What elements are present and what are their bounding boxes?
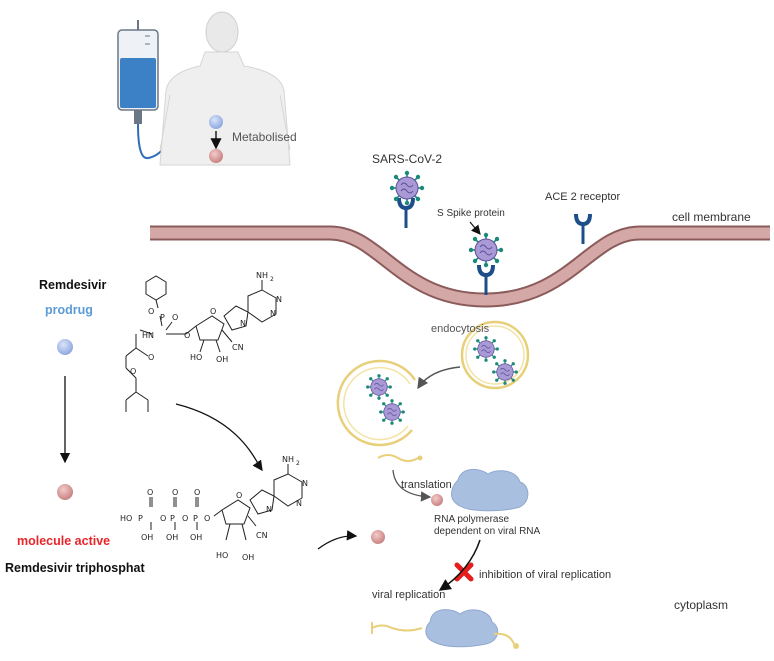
viral-replication-label: viral replication <box>372 589 446 601</box>
viral-rna-strand <box>377 454 419 462</box>
ace2-label: ACE 2 receptor <box>545 191 621 203</box>
translation-label: translation <box>401 479 452 491</box>
rna-polymerase-icon <box>451 469 529 512</box>
endocytosis-vesicle <box>460 320 530 390</box>
ace2-receptor-middle <box>477 263 495 297</box>
s-spike-label: S Spike protein <box>437 208 505 219</box>
inhibition-x-icon <box>454 562 474 582</box>
svg-text:NH: NH <box>282 455 294 464</box>
active-molecule-dot <box>57 484 73 500</box>
svg-text:OH: OH <box>216 355 228 364</box>
uncoating-vesicle <box>336 359 417 447</box>
replication-arrow <box>438 539 481 591</box>
svg-text:N: N <box>240 319 246 328</box>
prodrug-atom-labels: O P O HN O O O O HO OH CN N N N NH 2 <box>130 271 282 376</box>
svg-text:OH: OH <box>190 533 202 542</box>
prodrug-label: prodrug <box>45 303 93 317</box>
remdesivir-title: Remdesivir <box>39 278 107 292</box>
vesicle-virus-2-icon <box>491 358 519 386</box>
svg-text:O: O <box>210 307 216 316</box>
viral-rna-end <box>417 455 423 461</box>
inhibition-label: inhibition of viral replication <box>479 569 612 581</box>
spike-bound-virus-icon <box>467 232 505 269</box>
polymerase-drug-dot <box>431 494 443 506</box>
cytoplasm-label: cytoplasm <box>674 598 729 612</box>
svg-text:P: P <box>138 514 143 523</box>
endocytosis-arrow <box>417 366 461 390</box>
iv-bag-icon <box>117 20 169 160</box>
sars-cov2-virus-icon <box>388 170 426 206</box>
svg-text:O: O <box>172 313 178 322</box>
svg-text:HO: HO <box>216 551 228 560</box>
cell-membrane <box>150 225 770 308</box>
svg-text:HO: HO <box>120 514 132 523</box>
svg-text:O: O <box>148 353 154 362</box>
svg-text:OH: OH <box>141 533 153 542</box>
triphosphate-atom-labels: HO P O O P O O P O O OH OH OH O HO OH CN… <box>120 455 308 562</box>
svg-text:OH: OH <box>166 533 178 542</box>
remdesivir-prodrug-structure <box>125 275 277 412</box>
svg-text:OH: OH <box>242 553 254 562</box>
svg-text:O: O <box>148 307 154 316</box>
svg-text:N: N <box>270 309 276 318</box>
vesicle-virus-1-icon <box>472 335 500 363</box>
svg-text:2: 2 <box>270 276 274 283</box>
rna-polymerase-label-2: dependent on viral RNA <box>434 526 541 537</box>
prodrug-dot <box>57 339 73 355</box>
sars-cov2-label: SARS-CoV-2 <box>372 152 443 166</box>
svg-text:O: O <box>184 331 190 340</box>
cytoplasm-active-dot <box>371 530 385 544</box>
svg-text:HO: HO <box>190 353 202 362</box>
ace2-receptor-right <box>574 212 592 246</box>
translation-arrow <box>392 469 432 502</box>
svg-text:O: O <box>182 514 188 523</box>
conversion-arrow <box>175 403 263 472</box>
svg-text:O: O <box>160 514 166 523</box>
svg-text:N: N <box>276 295 282 304</box>
svg-text:O: O <box>172 488 178 497</box>
uptake-arrow <box>317 530 358 550</box>
svg-text:O: O <box>194 488 200 497</box>
released-virus-2-icon <box>378 398 406 426</box>
svg-text:CN: CN <box>256 531 268 540</box>
molecule-active-label: molecule active <box>17 534 111 548</box>
endocytosis-label: endocytosis <box>431 323 490 335</box>
svg-text:HN: HN <box>142 331 154 340</box>
cell-membrane-label: cell membrane <box>672 210 751 224</box>
svg-text:CN: CN <box>232 343 244 352</box>
svg-text:O: O <box>236 491 242 500</box>
released-virus-1-icon <box>365 373 393 401</box>
metabolised-label: Metabolised <box>232 130 297 144</box>
remdesivir-triphosphate-structure <box>149 464 303 541</box>
svg-text:P: P <box>193 514 198 523</box>
svg-text:O: O <box>130 367 136 376</box>
replication-complex <box>371 609 519 649</box>
patient-icon <box>159 11 291 166</box>
svg-text:N: N <box>266 505 272 514</box>
remdesivir-triphosphat-label: Remdesivir triphosphat <box>5 561 145 575</box>
svg-text:P: P <box>170 514 175 523</box>
svg-text:P: P <box>160 313 165 322</box>
svg-text:NH: NH <box>256 271 268 280</box>
svg-text:N: N <box>302 479 308 488</box>
spike-pointer-arrow <box>469 221 481 235</box>
svg-text:O: O <box>204 514 210 523</box>
svg-text:O: O <box>147 488 153 497</box>
metabolism-active-dot <box>209 149 223 163</box>
rna-polymerase-label-1: RNA polymerase <box>434 514 510 525</box>
svg-text:N: N <box>296 499 302 508</box>
metabolism-prodrug-dot <box>209 115 223 129</box>
svg-text:2: 2 <box>296 460 300 467</box>
